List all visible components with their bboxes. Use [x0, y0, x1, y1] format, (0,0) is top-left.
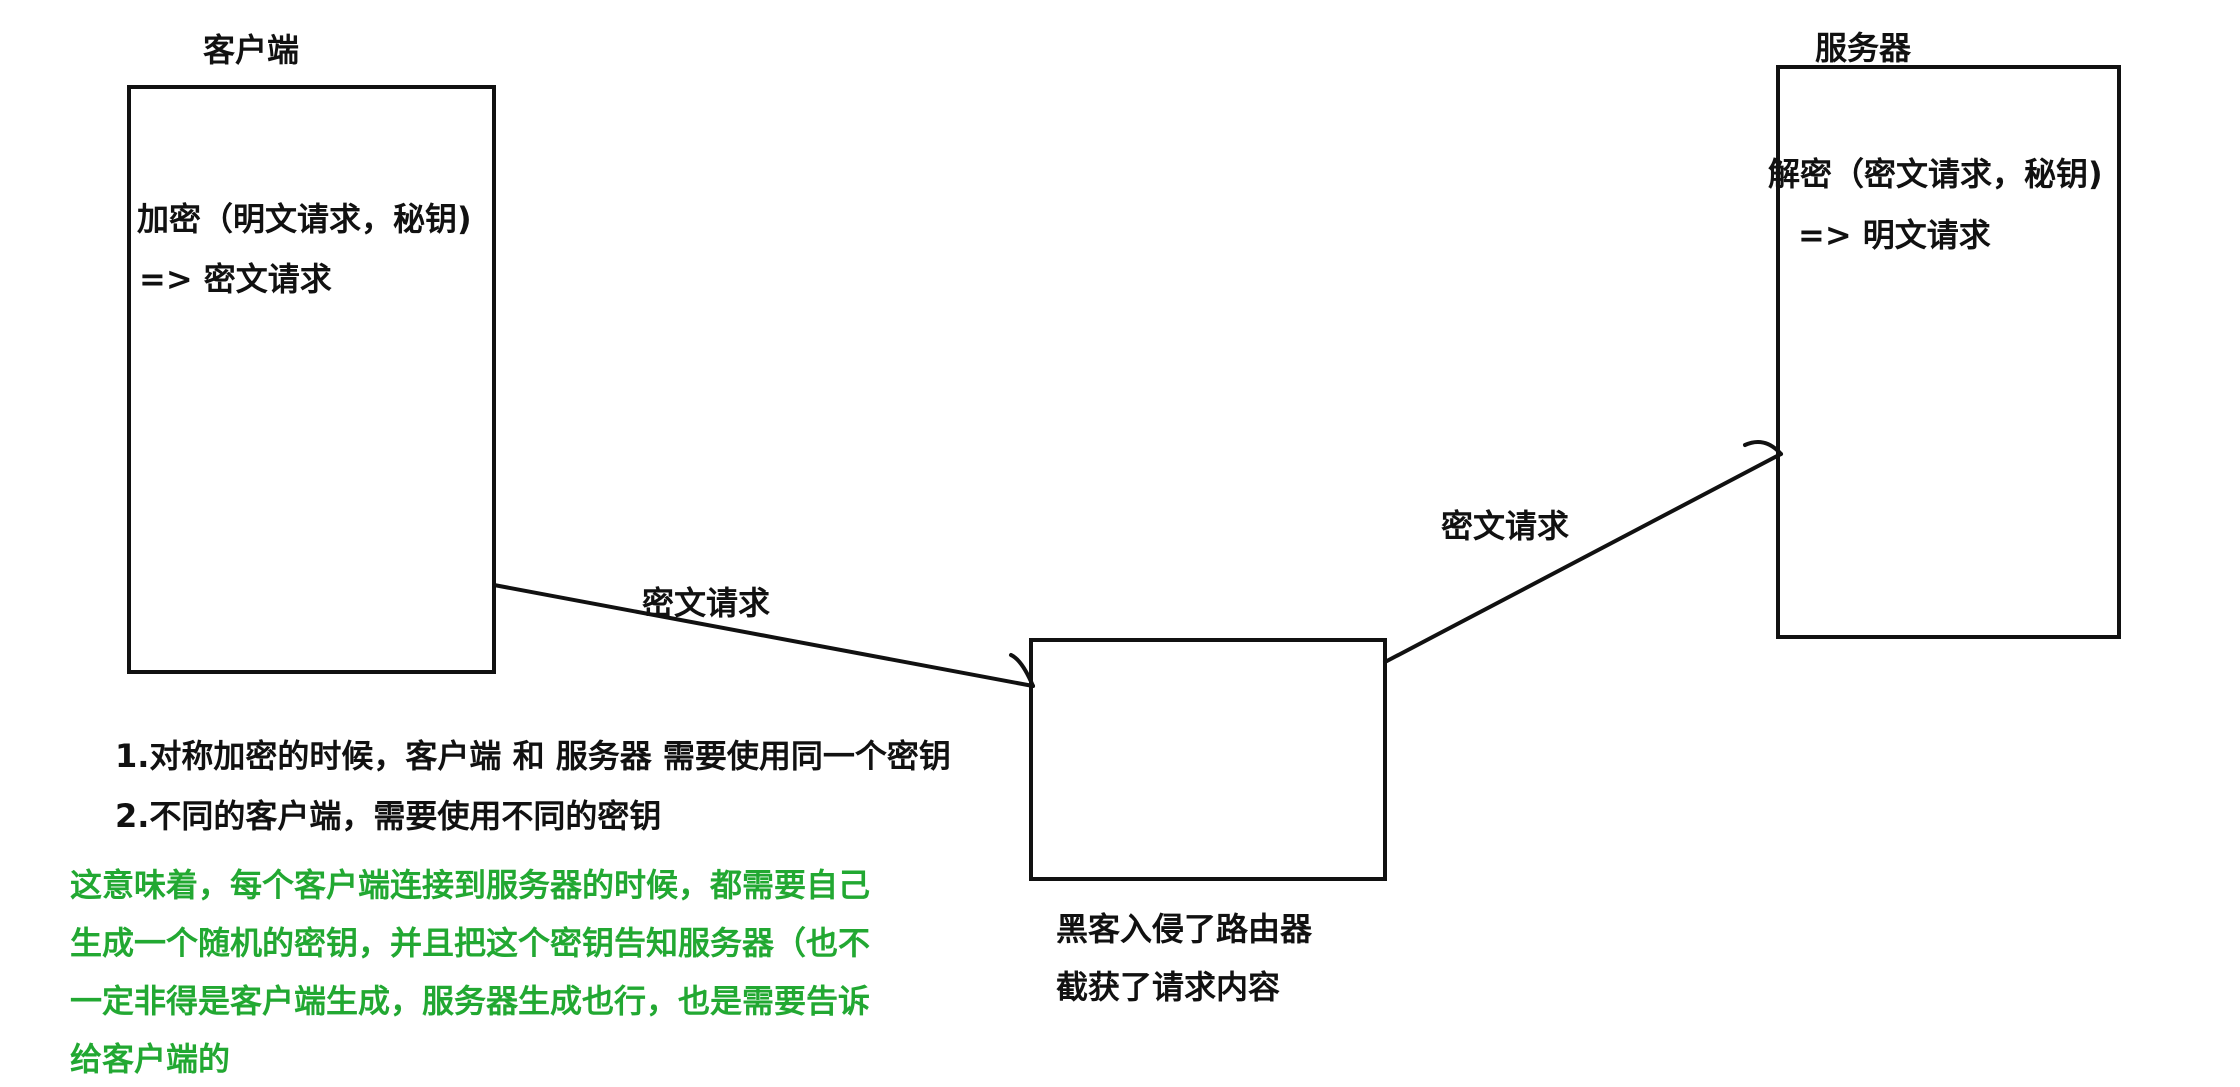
client-ciphertext-label: => 密文请求: [139, 260, 332, 298]
green-note-line: 一定非得是客户端生成，服务器生成也行，也是需要告诉: [70, 982, 871, 1020]
green-note-line: 给客户端的: [70, 1040, 231, 1078]
server-plaintext-label: => 明文请求: [1798, 216, 1991, 254]
client-title: 客户端: [203, 31, 300, 69]
client-encrypt-label: 加密（明文请求，秘钥): [137, 200, 472, 238]
server-title: 服务器: [1815, 29, 1912, 67]
arrow-router-to-server: [1383, 452, 1783, 664]
arrowhead-left: [1009, 653, 1035, 688]
arrow-left-label: 密文请求: [642, 584, 771, 622]
hacker-label-line1: 黑客入侵了路由器: [1056, 910, 1313, 948]
client-box: [127, 85, 496, 674]
green-note-line: 这意味着，每个客户端连接到服务器的时候，都需要自己: [70, 866, 871, 904]
arrow-client-to-router: [492, 583, 1035, 688]
server-box: [1776, 65, 2121, 639]
server-decrypt-label: 解密（密文请求，秘钥): [1768, 155, 2103, 193]
router-box: [1029, 638, 1387, 881]
arrowhead-right: [1743, 440, 1783, 456]
green-note-line: 生成一个随机的密钥，并且把这个密钥告知服务器（也不: [70, 924, 871, 962]
note-1: 1.对称加密的时候，客户端 和 服务器 需要使用同一个密钥: [115, 737, 951, 775]
green-note: 这意味着，每个客户端连接到服务器的时候，都需要自己 生成一个随机的密钥，并且把这…: [70, 856, 870, 1087]
arrow-right-label: 密文请求: [1441, 507, 1570, 545]
note-2: 2.不同的客户端，需要使用不同的密钥: [115, 797, 662, 835]
hacker-label-line2: 截获了请求内容: [1056, 968, 1281, 1006]
